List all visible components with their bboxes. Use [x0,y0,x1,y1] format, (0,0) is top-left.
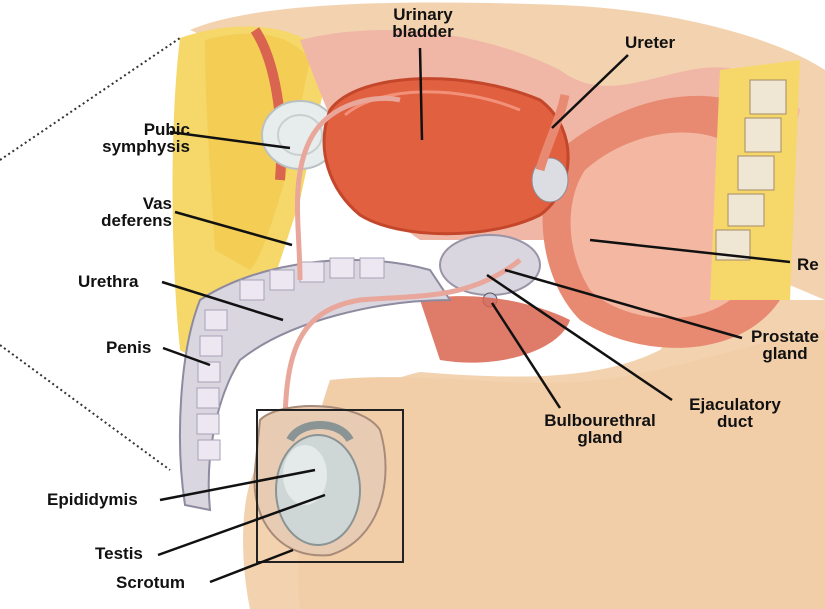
label-urinary-bladder: Urinary bladder [378,6,468,40]
label-urethra: Urethra [78,273,138,290]
zoom-guide-lower [0,345,170,470]
label-ureter: Ureter [625,34,675,51]
label-rectum: Re [797,256,819,273]
label-ejaculatory-line2: duct [670,413,800,430]
label-epididymis: Epididymis [47,491,138,508]
label-prostate-line2: gland [740,345,825,362]
label-bulbourethral-gland: Bulbourethral gland [525,412,675,446]
label-penis: Penis [106,339,151,356]
label-vas-deferens-line1: Vas [60,195,172,212]
label-prostate-line1: Prostate [740,328,825,345]
label-ejaculatory-duct: Ejaculatory duct [670,396,800,430]
label-bulbourethral-line2: gland [525,429,675,446]
label-bulbourethral-line1: Bulbourethral [525,412,675,429]
label-vas-deferens-line2: deferens [60,212,172,229]
label-pubic-symphysis: Pubic symphysis [70,121,190,155]
label-pubic-symphysis-line2: symphysis [70,138,190,155]
label-testis: Testis [95,545,143,562]
label-vas-deferens: Vas deferens [60,195,172,229]
label-urinary-bladder-line2: bladder [378,23,468,40]
label-urinary-bladder-line1: Urinary [378,6,468,23]
label-pubic-symphysis-line1: Pubic [70,121,190,138]
label-scrotum: Scrotum [116,574,185,591]
label-prostate-gland: Prostate gland [740,328,825,362]
prostate-shape [440,235,540,295]
label-ejaculatory-line1: Ejaculatory [670,396,800,413]
